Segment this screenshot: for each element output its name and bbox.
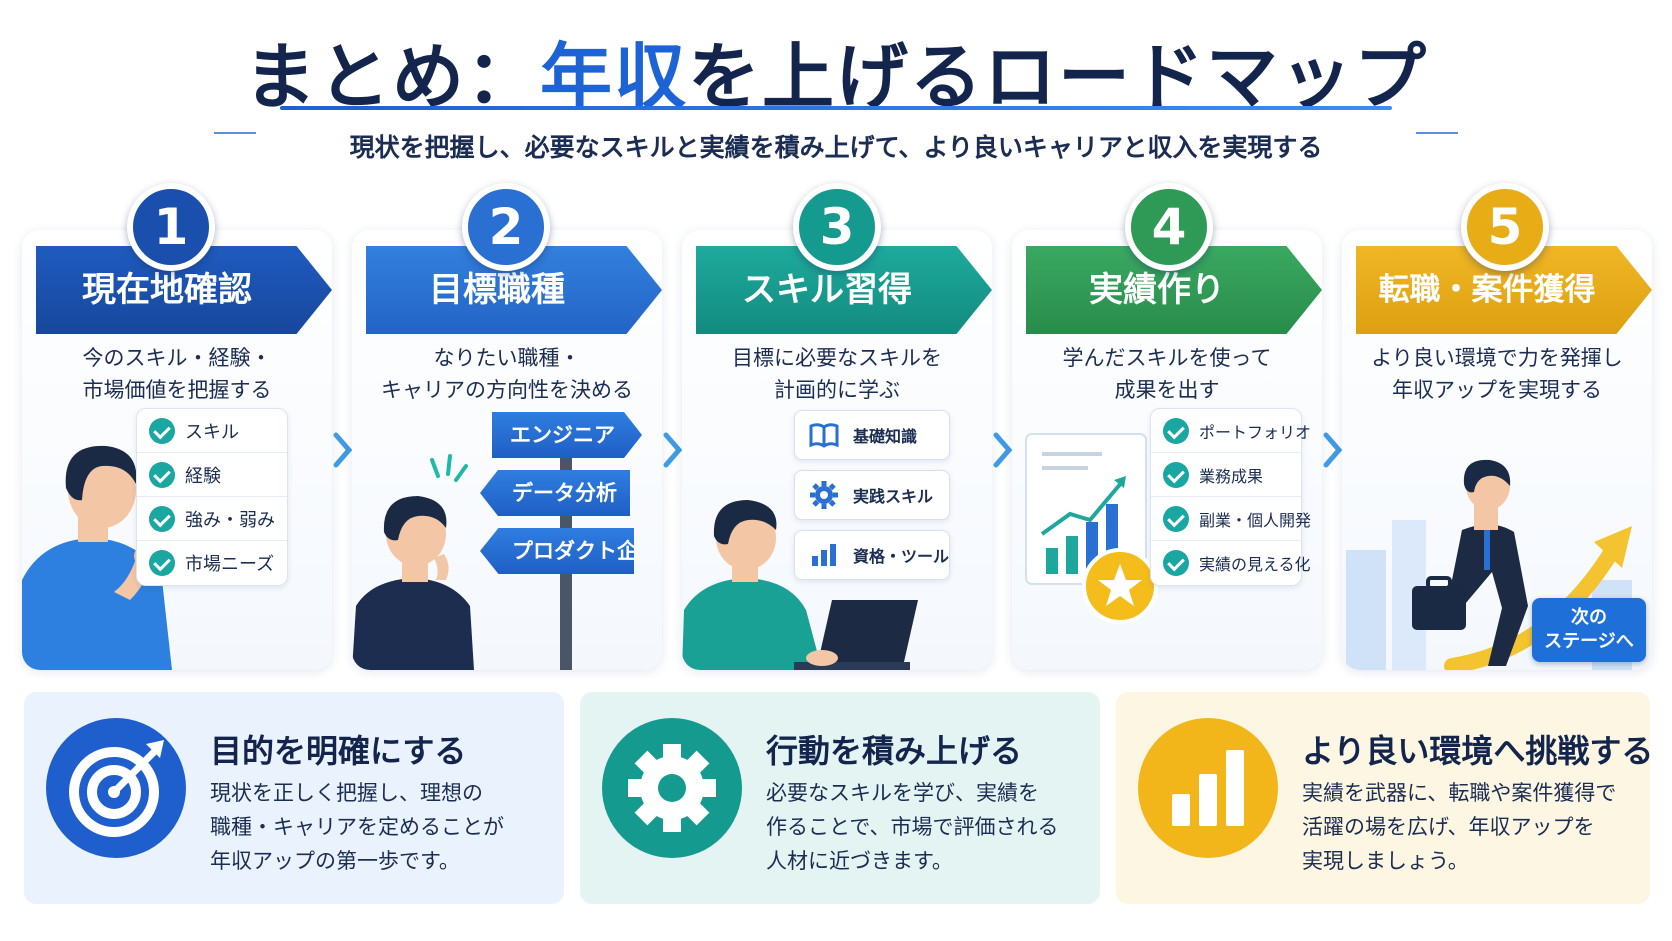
businessman-rising-icon: [1346, 459, 1632, 670]
check-icon: [1163, 417, 1189, 444]
person-laptop-icon: [682, 500, 918, 670]
chevron-right-icon: [333, 432, 353, 468]
bar-chart-icon: [1138, 718, 1278, 858]
step-desc-2: なりたい職種・ キャリアの方向性を決める: [381, 346, 633, 402]
step-label-2: 目標職種: [429, 270, 565, 310]
step-desc-3: 目標に必要なスキルを 計画的に学ぶ: [732, 346, 942, 402]
step-card-3: スキル習得 目標に必要なスキルを 計画的に学ぶ 基礎知識 実践スキル 資格・ツー…: [682, 230, 992, 670]
subtitle-dash-right: [1416, 132, 1458, 134]
checklist-item: 市場ニーズ: [137, 541, 287, 585]
check-icon: [149, 550, 175, 576]
check-icon: [1163, 461, 1189, 488]
page-title: まとめ：年収を上げるロードマップ: [0, 18, 1672, 123]
step-desc-5: より良い環境で力を発揮し 年収アップを実現する: [1371, 346, 1623, 402]
step-desc-4: 学んだスキルを使って 成果を出す: [1062, 346, 1272, 402]
check-icon: [149, 461, 175, 488]
skill-certification: 資格・ツール: [794, 530, 950, 580]
chevron-right-icon: [663, 432, 683, 468]
summary-text-2: 必要なスキルを学び、実績を 作ることで、市場で評価される 人材に近づきます。: [766, 781, 1059, 873]
chevron-right-icon: [993, 432, 1013, 468]
step-illustration-4: ポートフォリオ 業務成果 副業・個人開発 実績の見える化: [1012, 408, 1322, 670]
step-illustration-2: エンジニア データ分析 プロダクト企画: [352, 400, 662, 670]
sign-engineer: エンジニア: [492, 412, 642, 458]
step-number-3: 3: [793, 183, 881, 271]
step-label-3: スキル習得: [742, 270, 912, 310]
step-illustration-5: 次の ステージへ: [1342, 430, 1652, 670]
step-label-1: 現在地確認: [82, 270, 252, 310]
checklist-item: 経験: [137, 453, 287, 497]
growth-report-icon: [1025, 433, 1158, 624]
step-card-5: 転職・案件獲得 より良い環境で力を発揮し 年収アップを実現する 次の ステージへ: [1342, 230, 1652, 670]
title-suffix: を上げるロードマップ: [688, 35, 1429, 119]
title-prefix: まとめ：: [243, 35, 540, 119]
person-signpost-icon: [352, 400, 572, 670]
check-icon: [149, 505, 175, 532]
checklist-item: 強み・弱み: [137, 497, 287, 541]
checklist-item: 実績の見える化: [1151, 541, 1311, 585]
thinking-person-icon: [22, 445, 172, 670]
step-desc-1: 今のスキル・経験・ 市場価値を把握する: [82, 346, 272, 402]
sign-product-planning: プロダクト企画: [480, 528, 634, 574]
book-icon: [809, 423, 839, 448]
step-label-5: 転職・案件獲得: [1378, 272, 1596, 308]
skill-practical: 実践スキル: [794, 470, 950, 520]
title-highlight: 年収: [539, 35, 688, 119]
next-stage-badge: 次の ステージへ: [1532, 598, 1646, 662]
gear-icon: [602, 718, 742, 858]
checklist-item: スキル: [137, 409, 287, 453]
skill-basic: 基礎知識: [794, 410, 950, 460]
check-icon: [149, 417, 175, 444]
summary-title-3: より良い環境へ挑戦する: [1302, 732, 1654, 770]
bar-chart-icon: [811, 544, 836, 566]
step-card-2: 目標職種 なりたい職種・ キャリアの方向性を決める エンジニア データ分析 プロ…: [352, 230, 662, 670]
summary-title-2: 行動を積み上げる: [766, 732, 1023, 770]
step-illustration-1: スキル 経験 強み・弱み 市場ニーズ: [22, 408, 332, 670]
page-subtitle: 現状を把握し、必要なスキルと実績を積み上げて、より良いキャリアと収入を実現する: [349, 133, 1323, 162]
summary-title-1: 目的を明確にする: [210, 732, 467, 770]
step-card-1: 現在地確認 今のスキル・経験・ 市場価値を把握する スキル 経験 強み・弱み 市…: [22, 230, 332, 670]
checklist-item: 副業・個人開発: [1151, 497, 1311, 541]
check-icon: [1163, 505, 1189, 532]
step-banner-1: 現在地確認: [36, 246, 332, 334]
check-icon: [1163, 550, 1189, 576]
step-number-5: 5: [1461, 183, 1549, 271]
step-checklist-4: ポートフォリオ 業務成果 副業・個人開発 実績の見える化: [1150, 408, 1311, 586]
summary-box-2: 行動を積み上げる 必要なスキルを学び、実績を 作ることで、市場で評価される 人材…: [580, 692, 1100, 904]
summary-box-3: より良い環境へ挑戦する 実績を武器に、転職や案件獲得で 活躍の場を広げ、年収アッ…: [1116, 692, 1654, 904]
step-checklist-1: スキル 経験 強み・弱み 市場ニーズ: [136, 408, 288, 586]
chevron-right-icon: [1323, 432, 1343, 468]
checklist-item: ポートフォリオ: [1151, 409, 1311, 453]
target-icon: [46, 718, 186, 858]
summary-text-1: 現状を正しく把握し、理想の 職種・キャリアを定めることが 年収アップの第一歩です…: [210, 781, 504, 873]
step-number-2: 2: [462, 183, 550, 271]
title-underline: [280, 106, 1392, 110]
step-number-1: 1: [127, 183, 215, 271]
step-illustration-3: 基礎知識 実践スキル 資格・ツール: [682, 410, 992, 670]
subtitle-dash-left: [214, 132, 256, 134]
summary-box-1: 目的を明確にする 現状を正しく把握し、理想の 職種・キャリアを定めることが 年収…: [24, 692, 564, 904]
summary-text-3: 実績を武器に、転職や案件獲得で 活躍の場を広げ、年収アップを 実現しましょう。: [1302, 781, 1617, 873]
step-number-4: 4: [1125, 183, 1213, 271]
step-card-4: 実績作り 学んだスキルを使って 成果を出す ポートフォリオ 業務成果 副業・個人…: [1012, 230, 1322, 670]
step-label-4: 実績作り: [1089, 270, 1225, 310]
checklist-item: 業務成果: [1151, 453, 1301, 497]
gear-icon: [810, 481, 838, 509]
sign-data-analysis: データ分析: [480, 470, 630, 516]
